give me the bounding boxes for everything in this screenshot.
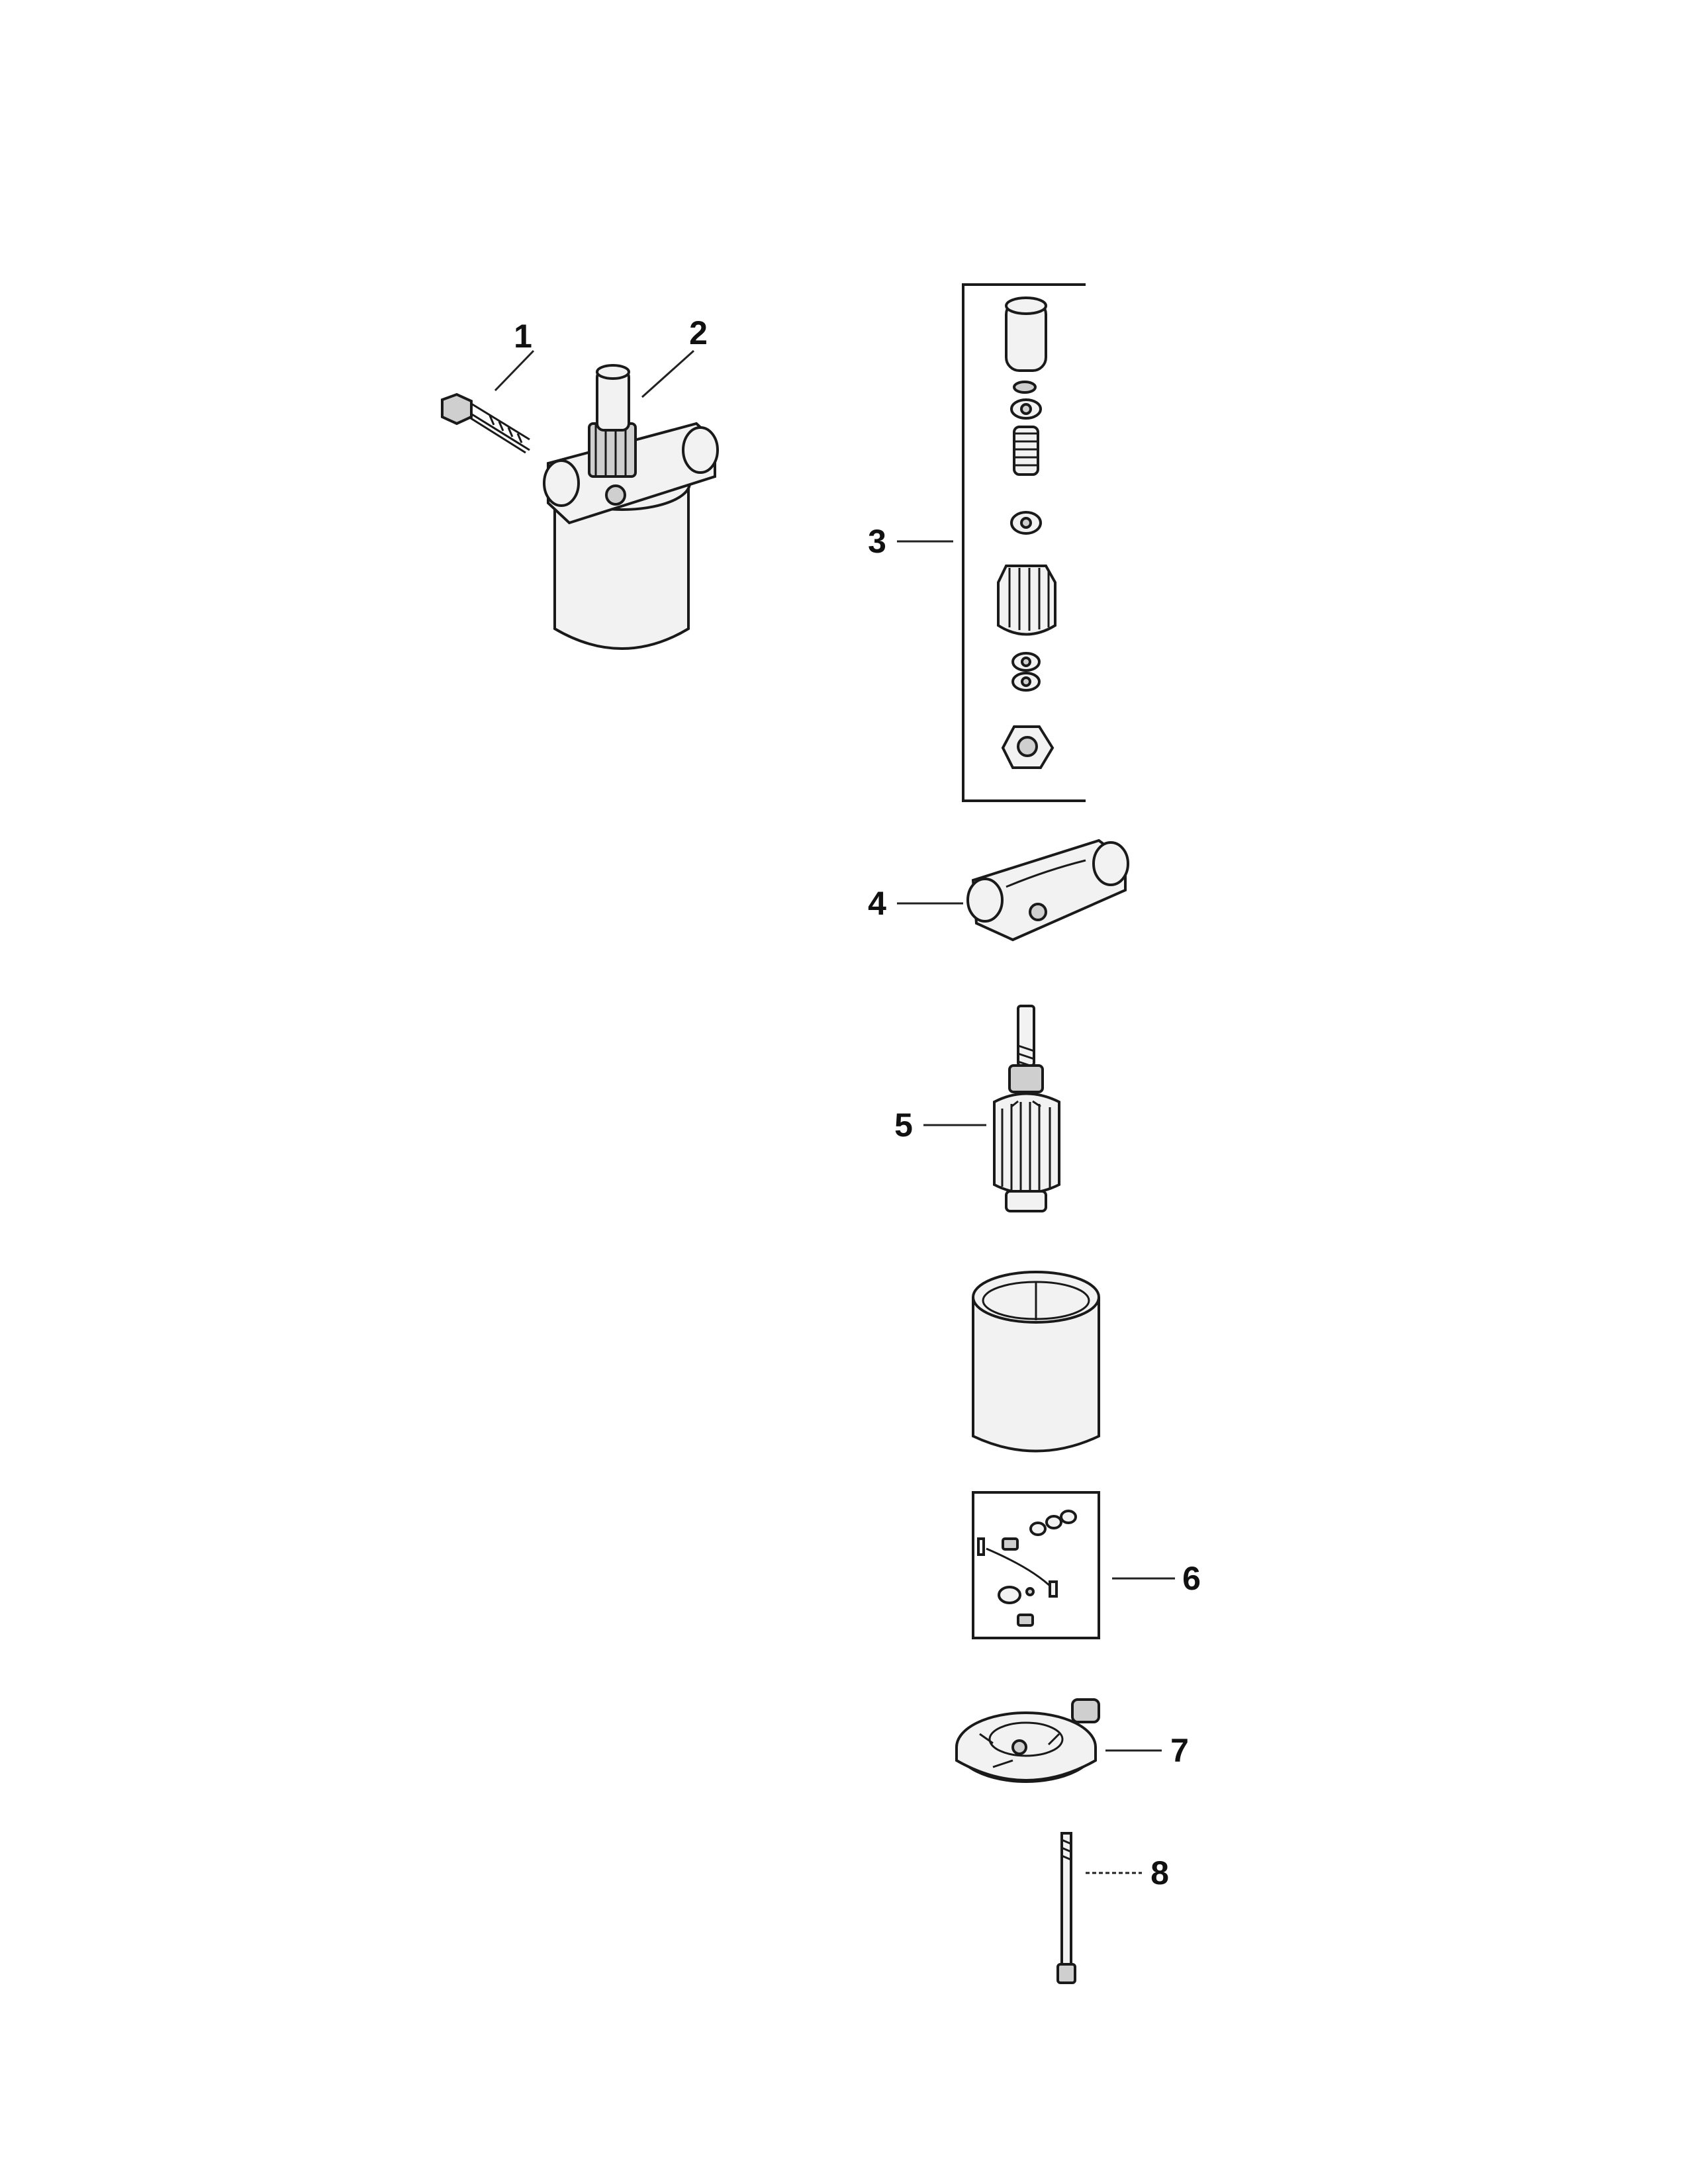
callout-7: 7 bbox=[1170, 1732, 1189, 1769]
part-8-through-bolt bbox=[1056, 1832, 1076, 1984]
leader-2 bbox=[641, 349, 695, 398]
callout-5: 5 bbox=[894, 1107, 913, 1144]
part-7-end-cap bbox=[955, 1698, 1100, 1783]
part-3-drive-kit bbox=[962, 283, 1086, 802]
callout-2: 2 bbox=[689, 314, 708, 351]
motor-housing bbox=[972, 1271, 1100, 1453]
part-2-starter-assembly bbox=[543, 364, 719, 650]
callout-1: 1 bbox=[514, 318, 532, 355]
callout-4: 4 bbox=[868, 885, 886, 922]
leader-1 bbox=[494, 349, 535, 392]
callout-8: 8 bbox=[1150, 1854, 1169, 1891]
part-4-bracket bbox=[966, 839, 1129, 942]
callout-3: 3 bbox=[868, 523, 886, 560]
part-1-bolt bbox=[441, 392, 530, 454]
part-6-brush-kit bbox=[972, 1491, 1100, 1639]
part-5-armature bbox=[993, 1005, 1060, 1212]
callout-6: 6 bbox=[1182, 1560, 1201, 1597]
